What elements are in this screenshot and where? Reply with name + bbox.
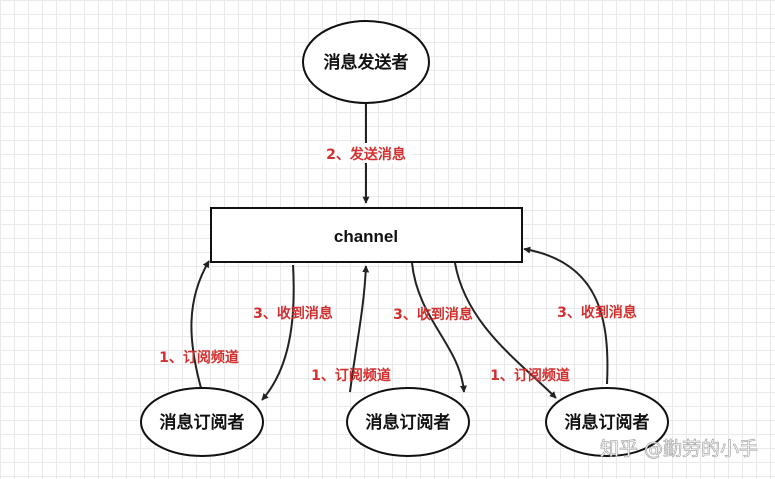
- publisher-node: 消息发送者: [302, 20, 430, 104]
- subscriber-label: 消息订阅者: [160, 412, 245, 433]
- edges: [190, 103, 609, 401]
- edge-label-send: 2、发送消息: [326, 146, 406, 163]
- edge-receive-2: [411, 262, 467, 393]
- edge-label-subscribe-2: 1、订阅频道: [311, 367, 391, 384]
- watermark: 知乎 @勤劳的小手: [600, 438, 758, 460]
- subscriber-label: 消息订阅者: [565, 412, 650, 433]
- channel-node: channel: [210, 207, 523, 263]
- edge-labels: 2、发送消息 1、订阅频道 3、收到消息 1、订阅频道 3、收到消息 1、订阅频…: [159, 143, 637, 384]
- subscriber-label: 消息订阅者: [366, 412, 451, 433]
- edge-label-receive-2: 3、收到消息: [393, 306, 473, 323]
- edge-receive-3: [523, 246, 609, 385]
- edge-label-subscribe-1: 1、订阅频道: [159, 349, 239, 366]
- edge-label-receive-3: 3、收到消息: [557, 304, 637, 321]
- subscriber-node-1: 消息订阅者: [140, 387, 264, 457]
- edge-label-receive-1: 3、收到消息: [253, 305, 333, 322]
- edge-subscribe-1: [190, 260, 210, 389]
- subscriber-node-3: 消息订阅者: [545, 387, 669, 457]
- edge-subscribe-3: [454, 262, 557, 399]
- edge-label-subscribe-3: 1、订阅频道: [490, 367, 570, 384]
- publisher-label: 消息发送者: [324, 52, 409, 73]
- nodes: 消息发送者 channel 消息订阅者 消息订阅者 消息订阅者: [140, 20, 669, 457]
- edge-subscribe-2: [349, 265, 370, 393]
- channel-label: channel: [334, 227, 398, 246]
- edge-receive-1: [261, 264, 295, 401]
- subscriber-node-2: 消息订阅者: [346, 387, 470, 457]
